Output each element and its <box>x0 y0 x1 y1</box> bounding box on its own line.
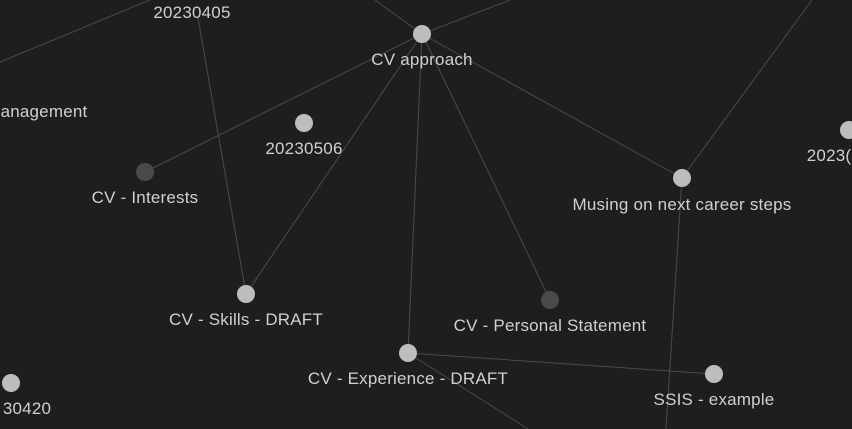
node-label-management[interactable]: anagement <box>0 102 88 121</box>
edge-musing-offscreen-bottom <box>665 177 683 429</box>
node-label-cv-personal[interactable]: CV - Personal Statement <box>453 316 647 335</box>
edge-musing-offscreen-top <box>681 0 813 179</box>
edge-cv-approach-cv-skills <box>245 33 423 295</box>
edge-20230405-management <box>0 0 151 63</box>
node-cv-skills[interactable] <box>237 285 255 303</box>
edge-cv-experience-ssis <box>407 352 715 375</box>
node-cv-experience[interactable] <box>399 344 417 362</box>
node-2023-right[interactable] <box>840 121 852 139</box>
node-cv-personal[interactable] <box>541 291 559 309</box>
node-label-20230506[interactable]: 20230506 <box>265 139 343 158</box>
node-label-cv-interests[interactable]: CV - Interests <box>91 188 199 207</box>
edge-cv-experience-offscreen-bottom <box>407 352 529 429</box>
node-label-cv-skills[interactable]: CV - Skills - DRAFT <box>169 310 323 329</box>
edge-cv-approach-musing <box>421 33 683 179</box>
node-label-30420[interactable]: 30420 <box>2 399 52 418</box>
node-label-20230405[interactable]: 20230405 <box>153 3 231 22</box>
node-label-cv-approach[interactable]: CV approach <box>371 50 473 69</box>
edge-20230405-cv-skills <box>197 17 247 295</box>
node-label-cv-experience[interactable]: CV - Experience - DRAFT <box>307 369 509 388</box>
node-musing[interactable] <box>673 169 691 187</box>
edge-cv-approach-cv-personal <box>421 33 551 301</box>
node-cv-interests[interactable] <box>136 163 154 181</box>
edge-cv-approach-cv-experience <box>407 33 423 354</box>
node-label-2023-right[interactable]: 2023( <box>806 146 852 165</box>
node-30420[interactable] <box>2 374 20 392</box>
node-label-musing[interactable]: Musing on next career steps <box>572 195 792 214</box>
node-cv-approach[interactable] <box>413 25 431 43</box>
node-20230506[interactable] <box>295 114 313 132</box>
node-ssis[interactable] <box>705 365 723 383</box>
edge-cv-approach-offscreen-top <box>421 0 511 35</box>
edge-cv-approach-cv-interests <box>144 33 423 173</box>
node-label-ssis[interactable]: SSIS - example <box>653 390 775 409</box>
